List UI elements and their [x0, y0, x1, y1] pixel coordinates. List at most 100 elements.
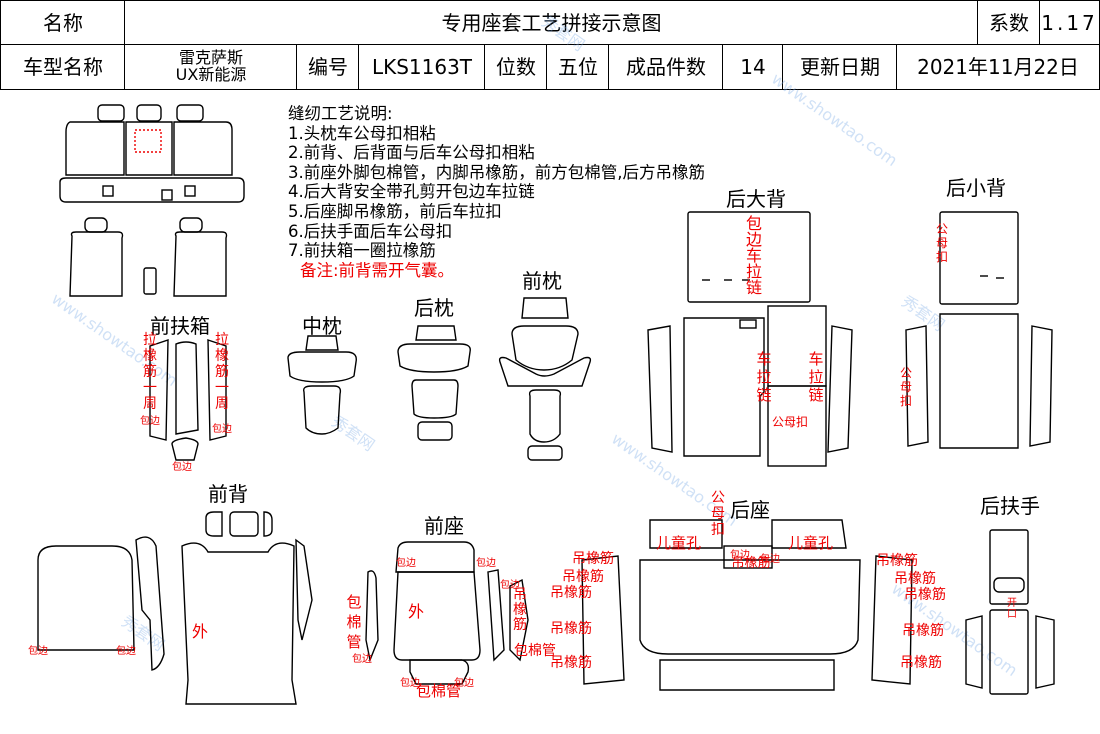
annotation-bao-bian: 包边: [400, 678, 420, 689]
section-label-rear-pillow: 后枕: [414, 296, 454, 320]
sewing-notes: 缝纫工艺说明: 1.头枕车公母扣相粘 2.前背、后背面与后车公母扣相粘 3.前座…: [288, 104, 705, 280]
note-item: 1.头枕车公母扣相粘: [288, 123, 436, 143]
note-item: 3.前座外脚包棉管，内脚吊橡筋，前方包棉管,后方吊橡筋: [288, 162, 705, 182]
rear-armrest-pieces: [965, 529, 1055, 695]
rear-seat-pieces: [581, 519, 913, 691]
annotation-diao-xiang-jin: 吊橡筋: [904, 587, 946, 603]
annotation-diao-xiang-jin: 吊橡筋: [572, 551, 614, 567]
name-label-cell: 名称: [0, 0, 126, 46]
seats-label: 位数: [496, 54, 536, 79]
note-item: 5.后座脚吊橡筋，前后车拉扣: [288, 201, 502, 221]
model-line1: 雷克萨斯: [178, 48, 243, 68]
model-value-cell: 雷克萨斯 UX新能源: [124, 44, 298, 90]
pieces-label: 成品件数: [626, 54, 706, 79]
annotation-bao-bian-che-la-lian: 包边车拉链: [746, 214, 763, 297]
section-label-front-seat: 前座: [424, 514, 464, 538]
annotation-diao-xiang-jin: 吊橡筋: [902, 623, 944, 639]
pieces-value-cell: 14: [722, 44, 784, 90]
overview-front-seats: [69, 217, 228, 297]
coef-value-cell: 1.17: [1039, 0, 1100, 46]
annotation-bao-bian: 包边: [454, 678, 474, 689]
code-value-cell: LKS1163T: [358, 44, 486, 90]
annotation-bao-bian: 包边: [140, 416, 160, 427]
rear-pillow-pieces: [397, 325, 471, 441]
date-value: 2021年11月22日: [917, 54, 1079, 79]
section-label-rear-armrest: 后扶手: [980, 494, 1040, 518]
front-pillow-pieces: [498, 297, 592, 461]
front-seat-pieces: [365, 541, 529, 685]
annotation-diao-xiang-jin: 吊橡筋: [513, 587, 527, 633]
note-item: 2.前背、后背面与后车公母扣相粘: [288, 143, 535, 163]
annotation-gong-mu-kou: 公母扣: [935, 222, 948, 264]
seats-value: 五位: [558, 54, 598, 79]
note-item: 6.后扶手面后车公母扣: [288, 221, 453, 241]
code-label: 编号: [308, 54, 348, 79]
section-label-rear-seat: 后座: [730, 498, 770, 522]
coef-value: 1.17: [1041, 10, 1098, 35]
seats-label-cell: 位数: [484, 44, 548, 90]
coef-label-cell: 系数: [977, 0, 1041, 46]
annotation-bao-mian-guan: 包棉管: [346, 593, 362, 651]
note-item: 4.后大背安全带孔剪开包边车拉链: [288, 182, 535, 202]
rear-small-back-pieces: [905, 211, 1053, 449]
pattern-pieces: [37, 104, 1055, 705]
annotation-diao-xiang-jin: 吊橡筋: [876, 553, 918, 569]
annotation-wai: 外: [192, 622, 209, 641]
section-label-mid-pillow: 中枕: [302, 314, 342, 338]
annotation-bao-bian: 包边: [500, 580, 520, 591]
section-label-front-pillow: 前枕: [522, 269, 562, 293]
date-value-cell: 2021年11月22日: [896, 44, 1100, 90]
model-label-cell: 车型名称: [0, 44, 126, 90]
model-label: 车型名称: [23, 54, 103, 79]
mid-pillow-pieces: [287, 335, 357, 435]
annotation-diao-xiang-jin: 吊橡筋: [562, 569, 604, 585]
annotation-bao-bian: 包边: [172, 462, 192, 473]
annotation-diao-xiang-jin: 吊橡筋: [894, 571, 936, 587]
annotation-bao-mian-guan: 包棉管: [416, 682, 462, 700]
annotation-la-xiang-jin: 拉橡筋一周: [143, 332, 157, 412]
section-label-front-box: 前扶箱: [150, 314, 210, 338]
annotation-bao-bian: 包边: [352, 654, 372, 665]
annotation-bao-bian: 包边: [760, 554, 780, 565]
seats-value-cell: 五位: [546, 44, 610, 90]
notes-remark: 备注:前背需开气囊。: [300, 260, 455, 280]
date-label: 更新日期: [800, 54, 880, 79]
annotation-wai: 外: [408, 602, 425, 621]
annotation-bao-mian-guan: 包棉管: [514, 643, 556, 659]
notes-heading: 缝纫工艺说明:: [288, 104, 393, 123]
section-label-rear-big-back: 后大背: [726, 187, 786, 211]
rear-big-back-pieces: [647, 211, 853, 467]
date-label-cell: 更新日期: [782, 44, 898, 90]
annotation-diao-xiang-jin: 吊橡筋: [731, 556, 771, 571]
annotation-la-xiang-jin: 拉橡筋一周: [215, 332, 229, 412]
code-label-cell: 编号: [296, 44, 360, 90]
model-line2: UX新能源: [175, 65, 247, 84]
annotation-er-tong-kong: 儿童孔: [788, 534, 834, 552]
annotation-che-la-lian: 车拉链: [756, 350, 772, 404]
annotation-diao-xiang-jin: 吊橡筋: [550, 585, 592, 601]
annotation-che-la-lian: 车拉链: [808, 350, 824, 404]
annotation-kai-kou: 开口: [1007, 598, 1017, 620]
annotation-er-tong-kong: 儿童孔: [656, 534, 702, 552]
note-item: 7.前扶箱一圈拉橡筋: [288, 241, 436, 261]
coef-label: 系数: [989, 10, 1029, 35]
front-box-pieces: [149, 339, 227, 461]
annotation-diao-xiang-jin: 吊橡筋: [550, 655, 592, 671]
annotation-bao-bian: 包边: [212, 424, 232, 435]
annotation-diao-xiang-jin: 吊橡筋: [900, 655, 942, 671]
annotation-gong-mu-kou: 公母扣: [772, 415, 809, 429]
pieces-value: 14: [740, 54, 766, 79]
annotation-bao-bian: 包边: [28, 646, 48, 657]
annotation-gong-mu-kou: 公母扣: [711, 490, 725, 538]
annotation-bao-bian: 包边: [730, 550, 750, 561]
section-label-rear-small-back: 后小背: [946, 176, 1006, 200]
section-label-front-back: 前背: [208, 482, 248, 506]
pieces-label-cell: 成品件数: [608, 44, 724, 90]
name-label: 名称: [43, 10, 83, 35]
annotation-gong-mu-kou: 公母扣: [899, 366, 912, 408]
annotation-bao-bian: 包边: [476, 558, 496, 569]
annotation-bao-bian: 包边: [396, 558, 416, 569]
overview-rear-bench: [59, 104, 245, 203]
code-value: LKS1163T: [371, 54, 473, 79]
header-table: 名称 专用座套工艺拼接示意图 系数 1.17 车型名称 雷克萨斯 UX新能源 编…: [0, 0, 1100, 90]
